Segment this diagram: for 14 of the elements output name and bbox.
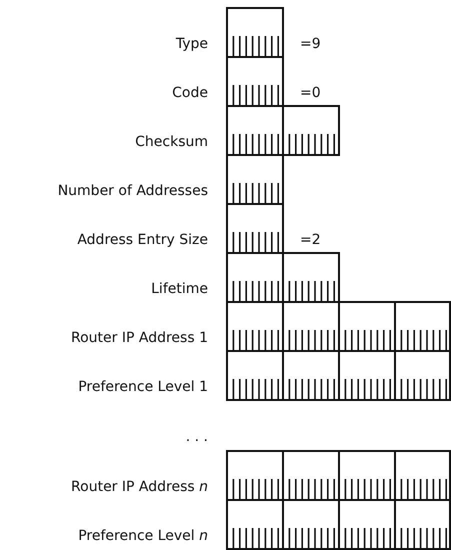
field-value: =0 [300, 84, 321, 102]
field-name: Number of Addresses [58, 182, 208, 200]
field-name: Address Entry Size [77, 231, 208, 249]
ellipsis-text: . . . [186, 428, 208, 446]
field-value: =2 [300, 231, 321, 249]
field-name: Code [172, 84, 208, 102]
field-value: =9 [300, 35, 321, 53]
field-name: Preference Level 1 [78, 378, 208, 396]
field-name: Router IP Address n [71, 478, 208, 496]
field-name: Checksum [135, 133, 208, 151]
field-name: Preference Level n [78, 527, 208, 545]
field-name: Lifetime [151, 280, 208, 298]
field-name: Type [176, 35, 208, 53]
field-name: Router IP Address 1 [71, 329, 208, 347]
